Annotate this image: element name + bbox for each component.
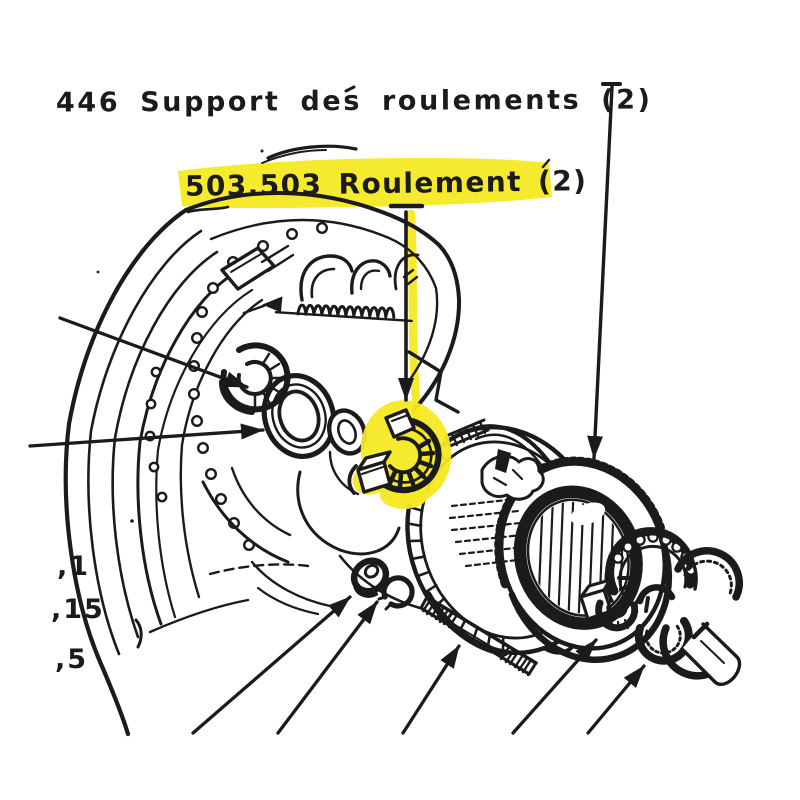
margin-fragment-1: ,1 — [57, 551, 91, 582]
spring-arrowhead — [262, 296, 283, 313]
bearing-rollers — [387, 438, 436, 489]
squiggle-above-label — [266, 144, 358, 160]
anchor-curls — [299, 253, 420, 302]
adjuster-slot — [220, 244, 295, 291]
margin-fragment-2: ,15 — [51, 594, 105, 625]
drum-face-texture — [448, 497, 528, 568]
hub-drum-front — [494, 456, 673, 663]
arrow-to-cage-block — [511, 638, 598, 735]
label-highlight-mark — [178, 158, 552, 208]
arrow-to-seal-ring — [28, 423, 265, 448]
return-spring — [242, 296, 413, 323]
arrow-to-lower-half — [586, 664, 646, 735]
part-label-503503-highlighted: 503.503 Roulement (2) — [184, 164, 588, 203]
hub-casting-marks — [448, 449, 545, 568]
arrow-to-lock-washer — [276, 600, 379, 735]
outer-race-lower-and-shaft — [659, 621, 742, 687]
outer-race-upper — [674, 547, 743, 601]
bearing-support-crescent — [218, 342, 291, 415]
stud-threads — [421, 597, 538, 677]
margin-fragment-3: ,5 — [55, 644, 89, 675]
arrow-to-flat-washer — [191, 595, 352, 735]
lock-washer — [377, 575, 415, 611]
split-bearing-upper-half — [604, 527, 698, 613]
scan-specks — [96, 85, 551, 523]
flat-washer — [350, 557, 390, 598]
bracket-leader — [587, 82, 622, 460]
small-ring — [327, 408, 367, 456]
bearing-503-drawing — [347, 408, 442, 495]
part-label-446: 446 Support des roulements (2) — [55, 84, 653, 119]
leader-arrows — [28, 316, 646, 735]
arrow-to-bearing-support — [58, 316, 249, 389]
plate-inner-contours — [134, 350, 460, 649]
arrow-to-stud — [401, 644, 461, 735]
label-leader-arrow — [388, 203, 425, 402]
threaded-stud — [419, 595, 538, 677]
